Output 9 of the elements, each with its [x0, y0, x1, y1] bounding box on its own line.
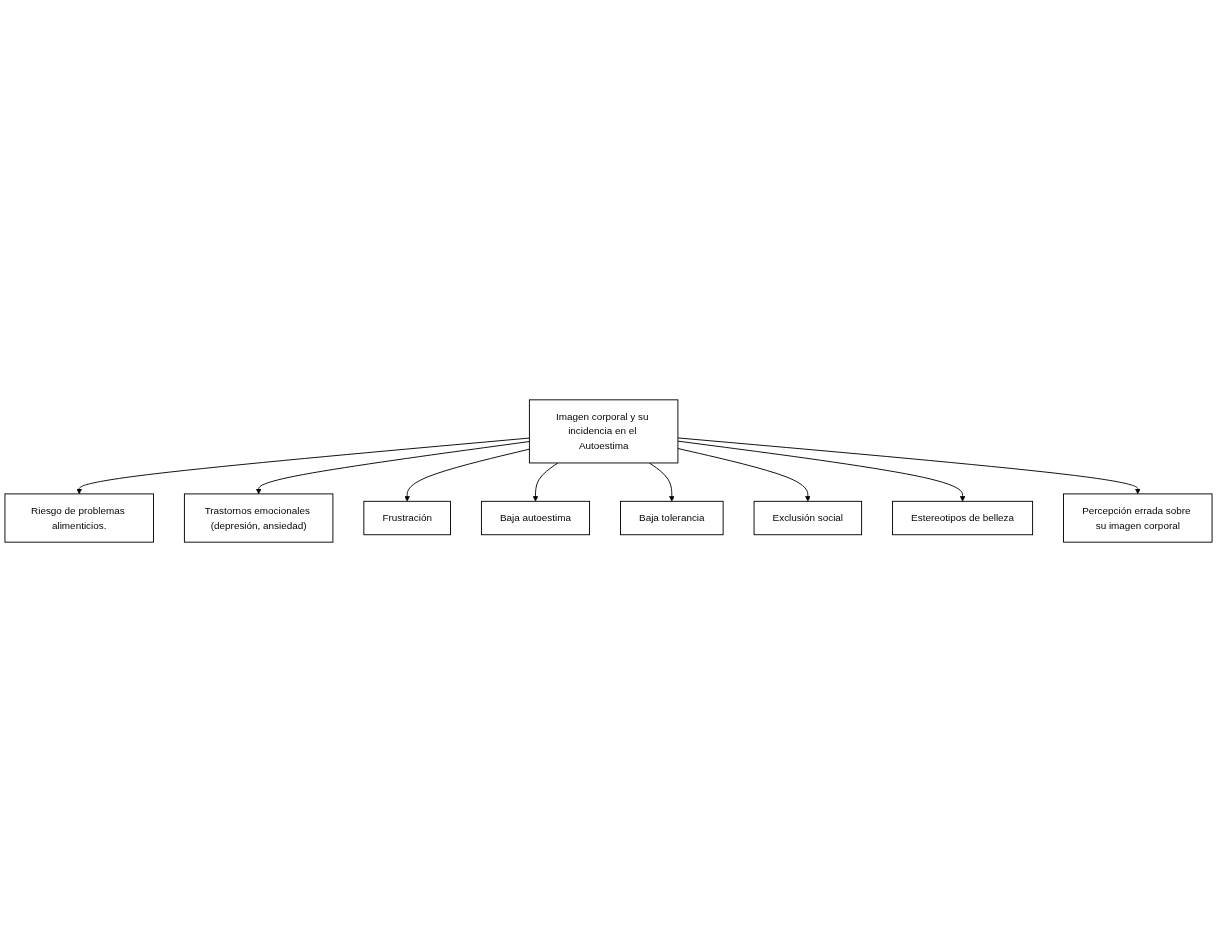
node-box: Baja autoestima: [480, 500, 590, 536]
node-box: Trastornos emocionales (depresión, ansiedad): [183, 493, 334, 543]
node-box: Riesgo de problemas alimenticios.: [4, 493, 154, 543]
node-box: Percepción errada sobre su imagen corporal: [1063, 493, 1213, 543]
node-box: Frustración: [363, 500, 451, 536]
node-box: Exclusión social: [753, 500, 863, 536]
node-box: Estereotipos de belleza: [892, 500, 1034, 536]
node-box: Imagen corporal y su incidencia en el Autoestima: [528, 399, 679, 464]
node-box: Baja tolerancia: [620, 500, 724, 536]
